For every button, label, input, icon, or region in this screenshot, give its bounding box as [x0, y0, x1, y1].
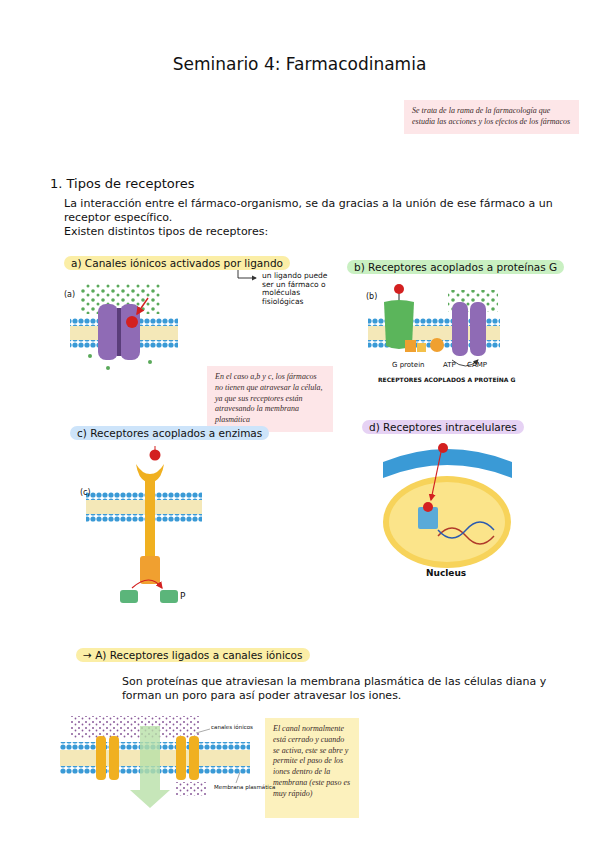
- node-text: En el caso a,b y c, los fármacos no tien…: [215, 372, 325, 426]
- figure-label: CAMP: [467, 361, 487, 370]
- highlight-band: a) Canales iónicos activados por ligando: [64, 256, 290, 270]
- definition-note: Se trata de la rama de la farmacología q…: [404, 100, 579, 134]
- ion-channel-figure: [70, 284, 178, 370]
- paragraph: Existen distintos tipos de receptores:: [64, 225, 268, 239]
- paragraph: La interacción entre el fármaco-organism…: [64, 197, 564, 225]
- node-text: El canal normalmente está cerrado y cuan…: [273, 724, 351, 800]
- figure-caption: RECEPTORES ACOPLADOS A PROTEÍNA G: [378, 376, 515, 384]
- node-text: b) Receptores acoplados a proteínas G: [354, 260, 557, 274]
- page-title: Seminario 4: Farmacodinamia: [0, 54, 599, 75]
- section-heading: 1. Tipos de receptores: [50, 176, 195, 192]
- node-text: → A) Receptores ligados a canales iónico…: [83, 648, 303, 662]
- figure-letter: (a): [64, 290, 75, 300]
- node-text: c) Receptores acoplados a enzimas: [77, 426, 262, 440]
- highlight-band: b) Receptores acoplados a proteínas G: [347, 260, 564, 274]
- figure-letter: (c): [80, 488, 91, 498]
- figure-label: G protein: [392, 361, 425, 370]
- node-text: a) Canales iónicos activados por ligando: [71, 256, 283, 270]
- highlight-band: c) Receptores acoplados a enzimas: [70, 426, 269, 440]
- bracket-note: un ligando puede ser un fármaco o molécu…: [262, 272, 334, 307]
- figure-label: canales iónicos: [211, 724, 253, 731]
- highlight-band: → A) Receptores ligados a canales iónico…: [76, 648, 310, 662]
- gpcr-figure: [368, 284, 500, 366]
- highlight-band: d) Receptores intracelulares: [362, 420, 524, 434]
- side-note: El canal normalmente está cerrado y cuan…: [265, 718, 359, 818]
- side-note: En el caso a,b y c, los fármacos no tien…: [207, 366, 333, 432]
- figure-label: P: [180, 591, 185, 602]
- figure-label: ATP: [443, 361, 456, 370]
- figure-label: Nucleus: [426, 568, 466, 579]
- node-text: Se trata de la rama de la farmacología q…: [412, 106, 571, 128]
- enzyme-receptor-figure: [86, 446, 202, 603]
- paragraph: Son proteínas que atraviesan la membrana…: [122, 675, 562, 703]
- figure-label: Membrana plasmática: [214, 784, 275, 791]
- intracellular-receptor-figure: [383, 443, 512, 568]
- figure-letter: (b): [366, 292, 377, 302]
- node-text: d) Receptores intracelulares: [369, 420, 517, 434]
